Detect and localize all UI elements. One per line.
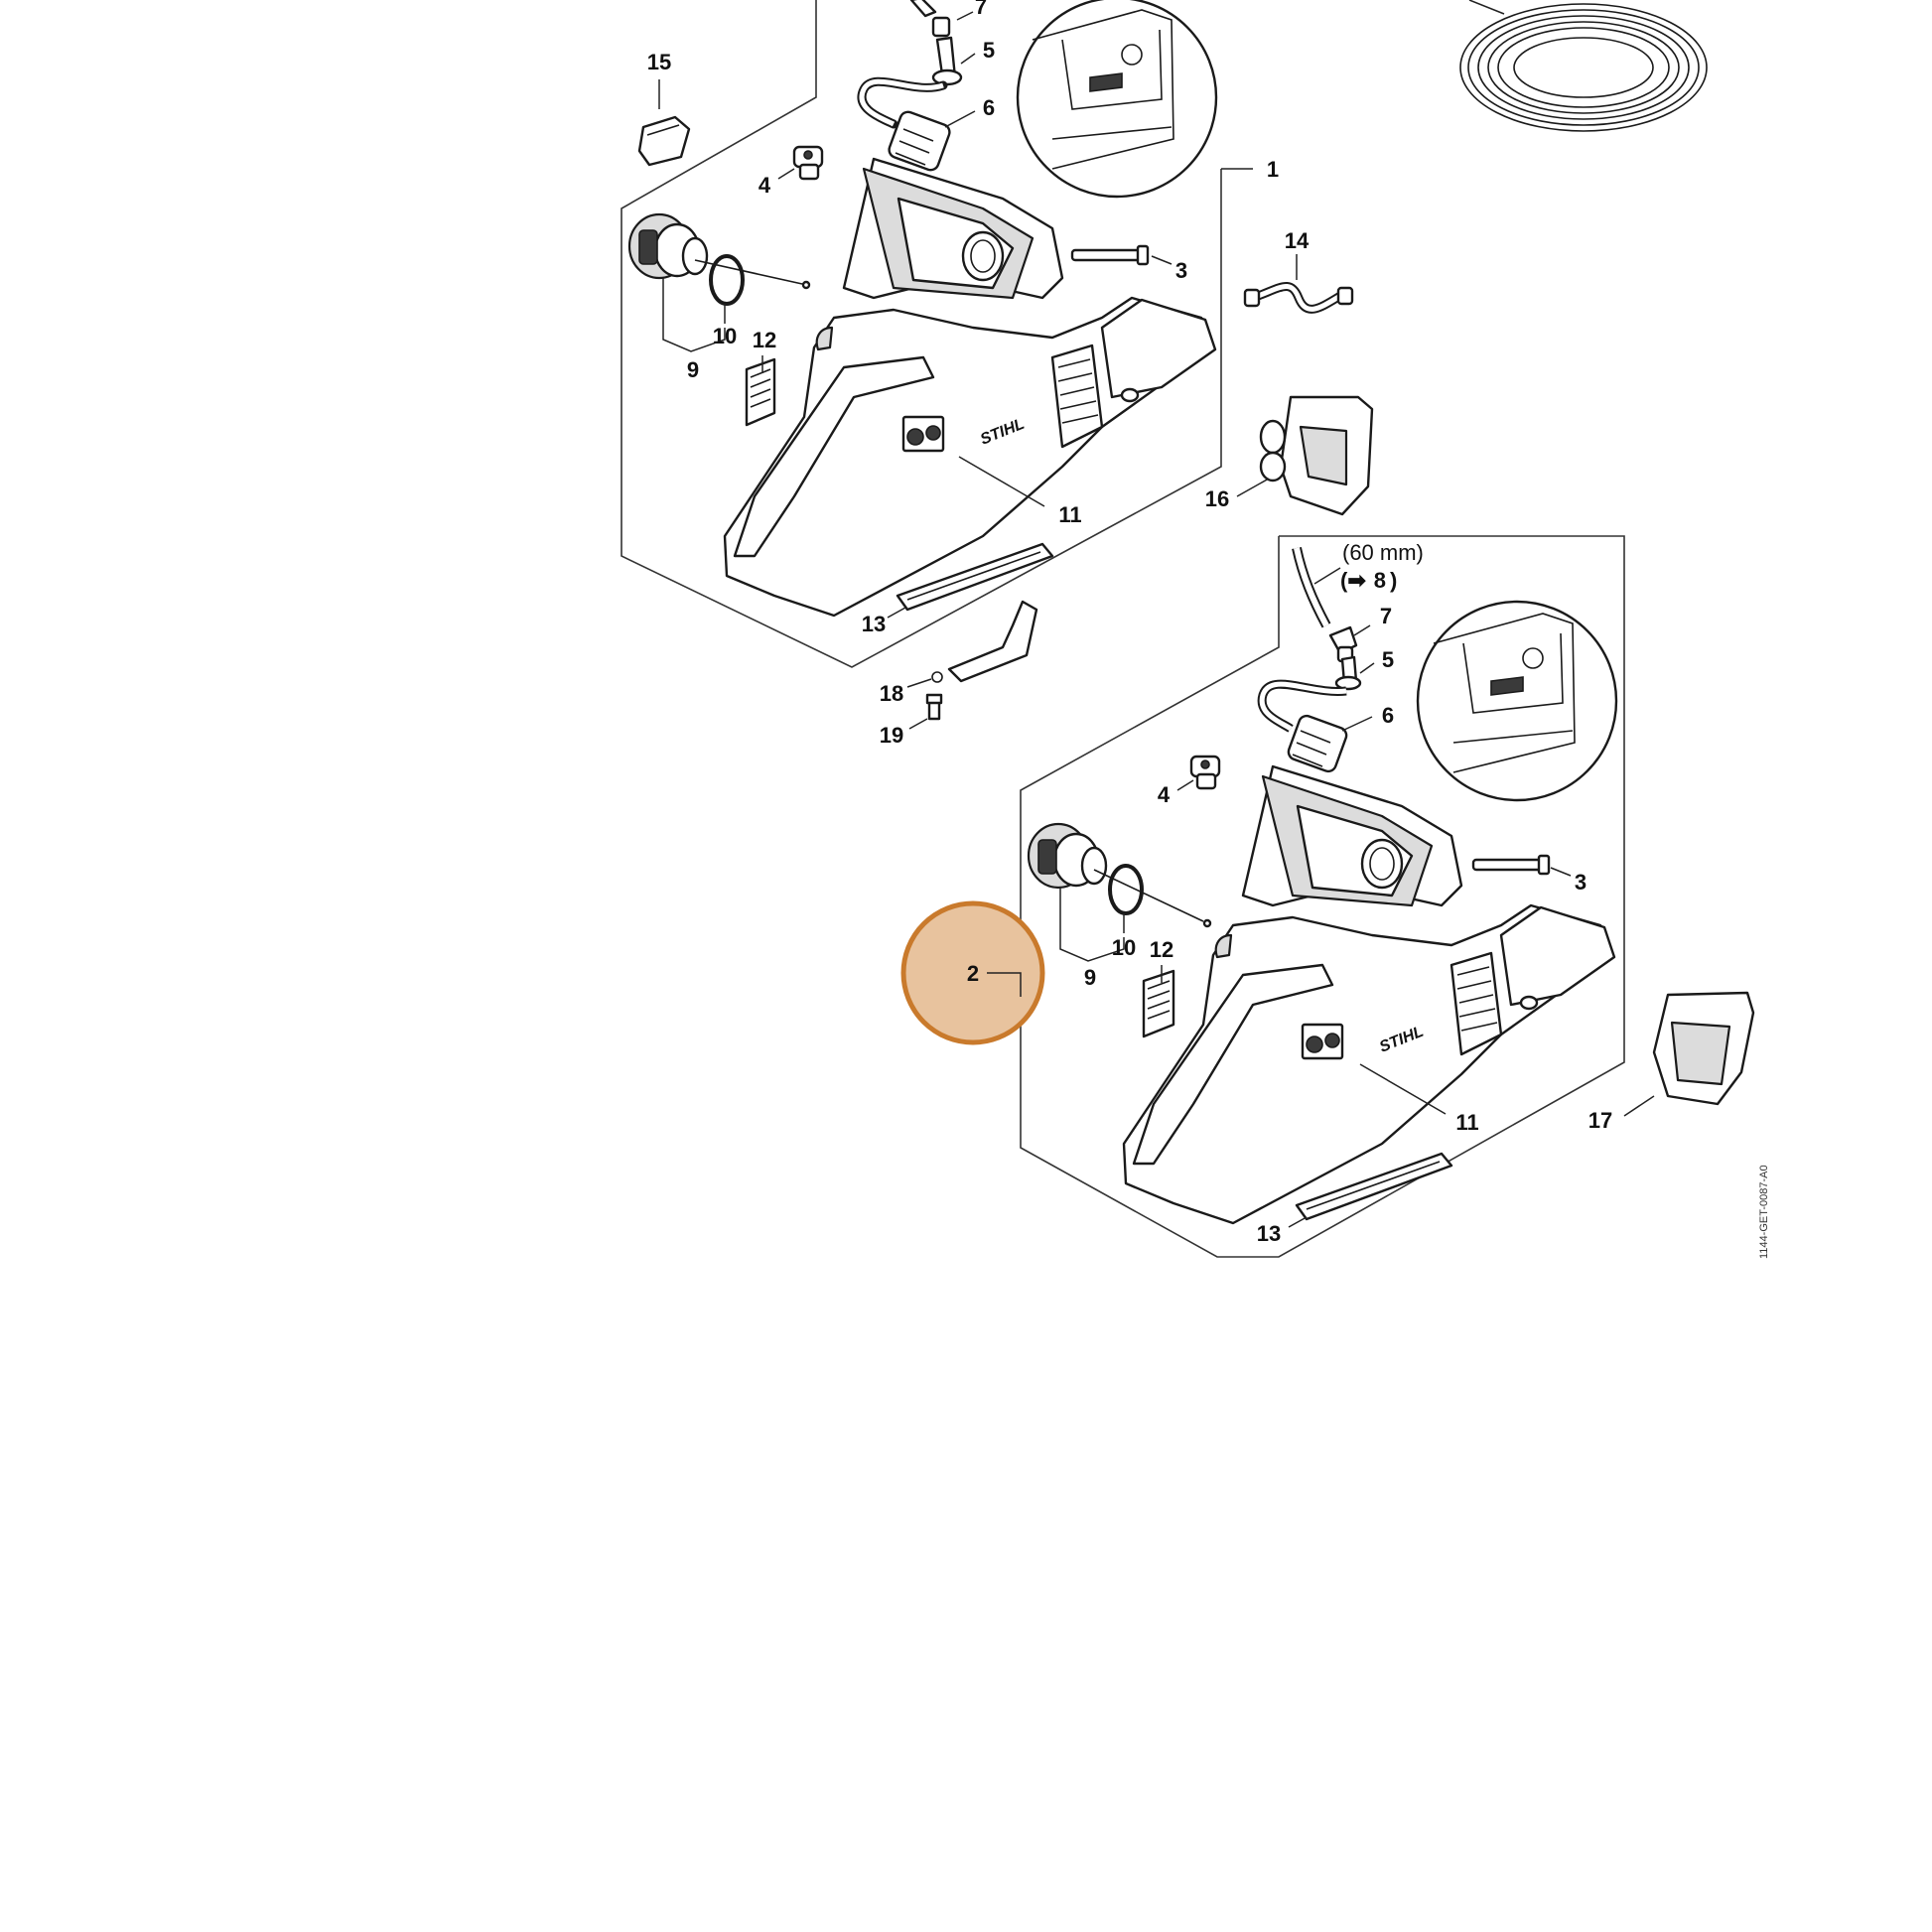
upper-frame [621,0,1222,668]
part-4-cap [792,145,824,181]
hose-ref-note: (➡8) [1340,568,1397,593]
part-13-strip-upper [896,542,1054,612]
document-code: 1144-GET-0087-A0 [1758,1165,1770,1259]
callout-lower-17: 17 [1588,1108,1612,1133]
coiled-hose [1459,0,1708,132]
callout-upper-4: 4 [759,173,771,198]
callout-lower-6: 6 [1382,703,1394,728]
part-15-block [637,115,691,167]
part-4-cap-lower [1189,755,1221,790]
callout-upper-19: 19 [880,723,903,748]
upper-pin-line [694,259,803,285]
callout-upper-15: 15 [647,50,671,74]
part-5-pickup [931,36,963,86]
callout-lower-9: 9 [1084,965,1096,990]
part-11-housing-upper: STIHL [723,157,1217,618]
hose-length-note: (60 mm) [1342,540,1424,565]
callout-upper-6: 6 [983,95,995,120]
callout-upper-10: 10 [713,324,737,348]
leader-u3 [1151,255,1173,265]
callout-upper-9: 9 [687,357,699,382]
part-18-bracket [947,600,1038,683]
leader-u5 [960,53,976,65]
part-10-o-ring [709,254,745,306]
callout-upper-5: 5 [983,38,995,63]
leader-u4 [777,168,795,180]
leader-u16 [1236,478,1270,497]
callout-lower-11: 11 [1455,1110,1478,1135]
part-5-pickup-lower [1334,655,1362,691]
part-13-strip-lower [1295,1152,1453,1221]
fuel-hose-upper-inner [859,78,944,127]
callout-upper-12: 12 [753,328,776,352]
lower-frame [1020,535,1625,1258]
part-19-screw [925,693,943,721]
callout-lower-13: 13 [1257,1221,1281,1246]
callout-lower-3: 3 [1575,870,1587,895]
leader-l2 [987,972,1022,997]
part-9-cap-assembly-lower [1027,822,1108,890]
detail-circle-lower [1416,600,1618,802]
leader-u7 [956,11,974,21]
leader-u19 [908,718,928,730]
upper-assembly: STIHL [621,0,1708,748]
part-14-hose [1243,282,1354,314]
part-11-housing-lower: STIHL [1122,764,1616,1225]
callout-lower-5: 5 [1382,647,1394,672]
callout-lower-4: 4 [1158,782,1171,807]
part-3-bolt-lower [1471,854,1551,876]
callout-lower-10: 10 [1112,935,1136,960]
callout-lower-2[interactable]: 2 [967,961,979,986]
callout-lower-12: 12 [1150,937,1173,962]
part-10-o-ring-lower [1108,864,1144,915]
highlight-part-2[interactable] [900,900,1045,1045]
callout-upper-13: 13 [862,612,886,636]
callout-upper-3: 3 [1175,258,1187,283]
part-3-bolt-upper [1070,244,1150,266]
part-17-guard [1652,991,1755,1106]
lower-assembly: STIHL (60 mm) [900,535,1755,1258]
callout-lower-7: 7 [1380,604,1392,628]
part-7-fitting-lower [1328,625,1358,663]
leader-u9 [662,278,726,352]
part-9-cap-assembly [627,212,709,280]
leader-u18 [906,678,932,688]
part-7-fitting [909,0,951,38]
callout-upper-1: 1 [1267,157,1279,182]
callout-upper-18: 18 [880,681,903,706]
part-6-fuel-filter [888,110,951,172]
leader-u6 [944,110,976,128]
callout-upper-16: 16 [1205,486,1229,511]
leader-u11 [958,456,1045,507]
callout-upper-7: 7 [975,0,987,19]
part-6-fuel-filter-lower [1287,714,1348,773]
part-16-guard [1259,395,1374,516]
callout-upper-14: 14 [1285,228,1310,253]
callout-upper-11: 11 [1058,502,1081,527]
leader-u13 [887,607,906,619]
detail-circle-upper [1016,0,1218,199]
